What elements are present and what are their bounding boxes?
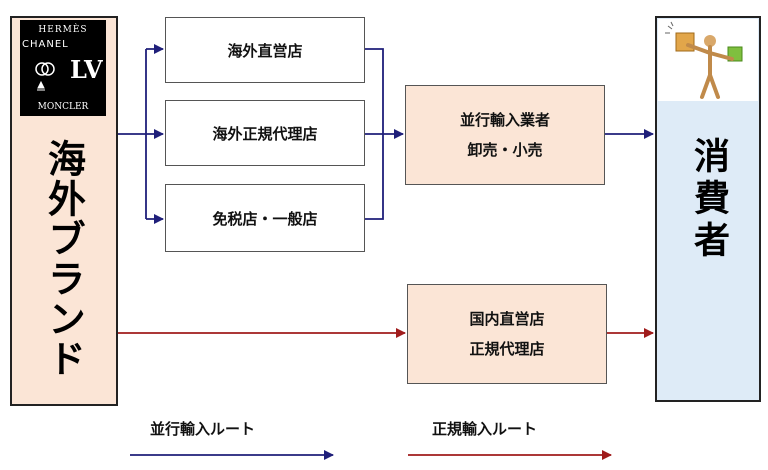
source-box-authorized-agent: 海外正規代理店 <box>165 100 365 166</box>
hermes-logo-text: HERMÈS <box>38 25 88 35</box>
source-box-label: 免税店・一般店 <box>212 209 318 228</box>
parallel-importer-box: 並行輸入業者 卸売・小売 <box>405 85 605 185</box>
consumer-title-text: 消費者 <box>688 137 729 263</box>
domestic-official-line2: 正規代理店 <box>469 340 545 358</box>
svg-text:LV: LV <box>70 55 103 84</box>
moncler-logo-text: MONCLER <box>37 102 89 112</box>
consumer-title: 消費者 <box>657 115 759 285</box>
parallel-importer-line2: 卸売・小売 <box>467 141 543 159</box>
consumer-image <box>658 19 758 101</box>
parallel-route-lines <box>118 44 654 224</box>
brand-title: 海外ブランド <box>18 118 110 400</box>
luxury-logos-icon: LV <box>35 55 103 91</box>
legend-official-label: 正規輸入ルート <box>432 420 538 438</box>
chanel-logo-text: CHANEL <box>22 39 69 50</box>
domestic-official-line1: 国内直営店 <box>469 310 545 328</box>
source-box-label: 海外直営店 <box>227 41 303 60</box>
source-box-dutyfree-store: 免税店・一般店 <box>165 184 365 252</box>
source-box-direct-store: 海外直営店 <box>165 17 365 83</box>
domestic-official-box: 国内直営店 正規代理店 <box>407 284 607 384</box>
brand-logos: LV HERMÈS CHANEL MONCLER <box>20 20 106 116</box>
legend-parallel-label: 並行輸入ルート <box>150 420 256 438</box>
mannequin-shopping-icon <box>665 21 743 99</box>
brand-title-text: 海外ブランド <box>41 139 86 379</box>
parallel-importer-line1: 並行輸入業者 <box>459 111 550 129</box>
source-box-label: 海外正規代理店 <box>212 124 318 143</box>
